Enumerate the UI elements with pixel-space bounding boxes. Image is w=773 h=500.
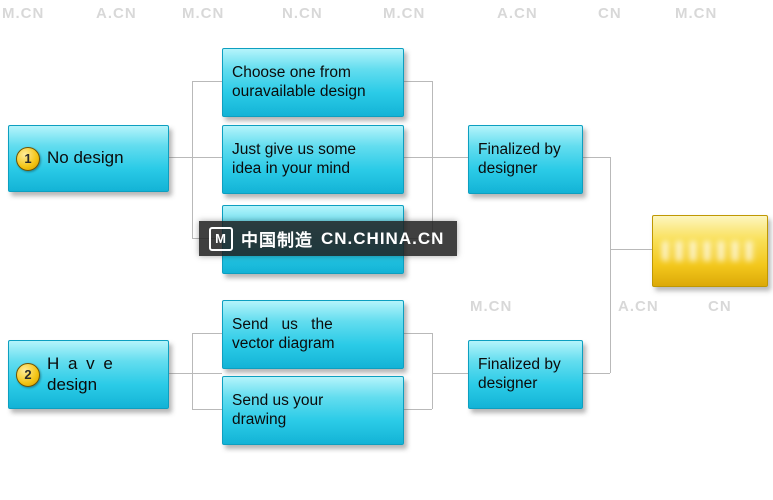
node-finalized-top-line1: Finalized by: [478, 140, 561, 158]
node-choose-design-line1: Choose one from: [232, 63, 351, 81]
watermark-text-cn: 中国制造: [241, 231, 313, 250]
connector-line: [581, 373, 610, 374]
watermark-tile: N.CN: [282, 5, 323, 22]
node-no-design-label: No design: [47, 148, 124, 168]
connector-line: [192, 333, 193, 409]
step-2-badge: 2: [16, 362, 40, 387]
node-have-design-label: H a v e design: [45, 354, 117, 395]
node-give-idea: Just give us some idea in your mind: [222, 125, 404, 194]
watermark-tile: M.CN: [383, 5, 426, 22]
node-send-drawing-label: Send us your drawing: [223, 392, 332, 430]
watermark-logo-icon: M: [209, 226, 233, 251]
node-finalized-bottom-line2: designer: [478, 374, 538, 392]
connector-line: [402, 333, 432, 334]
node-finalized-bottom-label: Finalized by designer: [469, 356, 570, 394]
node-give-idea-line1: Just give us some: [232, 140, 357, 158]
connector-line: [192, 409, 222, 410]
node-send-drawing-line2: drawing: [232, 410, 287, 428]
watermark-band: M 中国制造 CN.CHINA.CN: [199, 221, 457, 256]
watermark-tile: M.CN: [470, 298, 513, 315]
connector-line: [160, 373, 222, 374]
connector-line: [402, 81, 432, 82]
node-finalized-bottom-line1: Finalized by: [478, 355, 561, 373]
watermark-tile: A.CN: [618, 298, 659, 315]
connector-line: [432, 373, 468, 374]
watermark-text-en: CN.CHINA.CN: [321, 228, 445, 248]
connector-line: [581, 157, 610, 158]
node-choose-design-line2: ouravailable design: [232, 82, 366, 100]
connector-line: [432, 333, 433, 409]
connector-line: [192, 81, 193, 238]
node-have-design: 2 H a v e design: [8, 340, 169, 409]
node-have-design-line2: design: [47, 374, 98, 394]
connector-line: [402, 157, 468, 158]
watermark-tile: CN: [708, 298, 732, 315]
node-finalized-top-line2: designer: [478, 159, 538, 177]
node-finalized-top: Finalized by designer: [468, 125, 583, 194]
node-result-gold: [652, 215, 768, 287]
node-vector-diagram-line2: vector diagram: [232, 334, 335, 352]
watermark-tile: A.CN: [497, 5, 538, 22]
node-vector-diagram: Send us the vector diagram: [222, 300, 404, 369]
node-have-design-line1: H a v e: [47, 353, 115, 373]
step-1-badge: 1: [16, 146, 40, 171]
connector-line: [192, 333, 222, 334]
node-give-idea-line2: idea in your mind: [232, 159, 351, 177]
node-finalized-bottom: Finalized by designer: [468, 340, 583, 409]
watermark-tile: M.CN: [2, 5, 45, 22]
node-no-design: 1 No design: [8, 125, 169, 192]
connector-line: [610, 249, 652, 250]
watermark-tile: M.CN: [675, 5, 718, 22]
node-finalized-top-label: Finalized by designer: [469, 141, 570, 179]
connector-line: [610, 157, 611, 373]
obscured-text-streaks: [661, 241, 759, 261]
connector-line: [432, 81, 433, 238]
connector-line: [160, 157, 222, 158]
watermark-tile: M.CN: [182, 5, 225, 22]
node-choose-design: Choose one from ouravailable design: [222, 48, 404, 117]
watermark-tile: CN: [598, 5, 622, 22]
node-vector-diagram-line1: Send us the: [232, 315, 333, 333]
node-send-drawing-line1: Send us your: [232, 391, 324, 409]
node-choose-design-label: Choose one from ouravailable design: [223, 64, 375, 102]
node-send-drawing: Send us your drawing: [222, 376, 404, 445]
node-vector-diagram-label: Send us the vector diagram: [223, 316, 344, 354]
node-give-idea-label: Just give us some idea in your mind: [223, 141, 365, 179]
connector-line: [402, 409, 432, 410]
watermark-tile: A.CN: [96, 5, 137, 22]
connector-line: [192, 81, 222, 82]
